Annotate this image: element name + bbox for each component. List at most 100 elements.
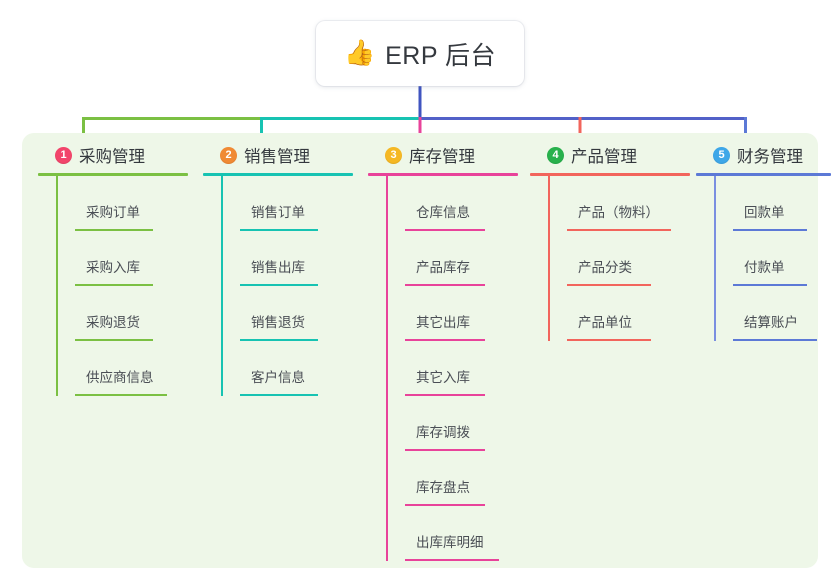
leaf-label: 产品单位 [578,315,632,330]
branch-spine-1 [56,176,58,396]
leaf-underline [567,229,671,231]
branch-column-5: 5 财务管理回款单付款单结算账户 [696,142,831,341]
leaf-item[interactable]: 产品分类 [548,231,690,286]
leaf-item[interactable]: 库存调拨 [386,396,518,451]
leaf-label: 采购入库 [86,260,140,275]
branch-column-4: 4 产品管理产品（物料） 产品分类产品单位 [530,142,690,341]
leaf-label: 销售出库 [251,260,305,275]
leaf-item[interactable]: 供应商信息 [56,341,188,396]
branch-spine-5 [714,176,716,341]
branch-header-1[interactable]: 1 采购管理 [38,142,188,168]
branch-items-5: 回款单付款单结算账户 [696,176,831,341]
branch-spine-3 [386,176,388,561]
branch-title-4: 产品管理 [571,148,637,166]
branch-header-3[interactable]: 3 库存管理 [368,142,518,168]
leaf-item[interactable]: 其它入库 [386,341,518,396]
leaf-item[interactable]: 采购退货 [56,286,188,341]
leaf-item[interactable]: 回款单 [714,176,831,231]
leaf-underline [75,339,153,341]
leaf-underline [567,339,651,341]
leaf-item[interactable]: 采购订单 [56,176,188,231]
leaf-item[interactable]: 产品库存 [386,231,518,286]
branch-underline-5 [696,173,831,176]
thumbs-up-icon: 👍 [343,39,376,67]
leaf-label: 产品（物料） [578,205,659,220]
root-title: ERP 后台 [385,41,497,70]
leaf-underline [240,229,318,231]
branch-title-2: 销售管理 [244,148,310,166]
leaf-underline [733,229,807,231]
leaf-label: 仓库信息 [416,205,470,220]
branch-badge-3: 3 [385,146,402,164]
branch-title-3: 库存管理 [409,148,475,166]
leaf-item[interactable]: 采购入库 [56,231,188,286]
leaf-item[interactable]: 库存盘点 [386,451,518,506]
leaf-label: 其它入库 [416,370,470,385]
branch-items-4: 产品（物料） 产品分类产品单位 [530,176,690,341]
branch-items-1: 采购订单采购入库采购退货供应商信息 [38,176,188,396]
leaf-label: 销售订单 [251,205,305,220]
leaf-underline [733,339,817,341]
leaf-label: 结算账户 [744,315,798,330]
branch-header-5[interactable]: 5 财务管理 [696,142,831,168]
branch-title-5: 财务管理 [737,148,803,166]
leaf-underline [240,394,318,396]
leaf-underline [75,229,153,231]
leaf-item[interactable]: 销售退货 [221,286,353,341]
leaf-underline [405,339,485,341]
branch-column-1: 1 采购管理采购订单采购入库采购退货供应商信息 [38,142,188,396]
leaf-item[interactable]: 付款单 [714,231,831,286]
leaf-label: 库存盘点 [416,480,470,495]
branch-spine-2 [221,176,223,396]
leaf-label: 回款单 [744,205,785,220]
leaf-label: 库存调拨 [416,425,470,440]
leaf-label: 采购退货 [86,315,140,330]
branch-header-2[interactable]: 2 销售管理 [203,142,353,168]
leaf-underline [75,284,153,286]
branch-badge-2: 2 [220,146,237,164]
branch-column-2: 2 销售管理销售订单销售出库销售退货客户信息 [203,142,353,396]
leaf-underline [733,284,807,286]
leaf-underline [405,559,499,561]
leaf-item[interactable]: 产品（物料） [548,176,690,231]
leaf-label: 其它出库 [416,315,470,330]
leaf-underline [405,449,485,451]
leaf-underline [405,229,485,231]
leaf-label: 采购订单 [86,205,140,220]
branch-items-2: 销售订单销售出库销售退货客户信息 [203,176,353,396]
leaf-item[interactable]: 结算账户 [714,286,831,341]
leaf-underline [405,504,485,506]
branch-header-4[interactable]: 4 产品管理 [530,142,690,168]
branch-spine-4 [548,176,550,341]
leaf-underline [567,284,651,286]
leaf-underline [75,394,167,396]
branch-badge-1: 1 [55,146,72,164]
branches-panel [22,133,818,568]
leaf-label: 出库库明细 [416,535,484,550]
branch-badge-4: 4 [547,146,564,164]
leaf-label: 销售退货 [251,315,305,330]
leaf-underline [240,284,318,286]
leaf-label: 客户信息 [251,370,305,385]
leaf-underline [240,339,318,341]
root-node[interactable]: 👍 ERP 后台 [316,21,524,86]
branch-underline-4 [530,173,690,176]
leaf-label: 产品分类 [578,260,632,275]
leaf-item[interactable]: 销售订单 [221,176,353,231]
leaf-item[interactable]: 仓库信息 [386,176,518,231]
leaf-underline [405,284,485,286]
branch-column-3: 3 库存管理仓库信息产品库存其它出库其它入库库存调拨库存盘点出库库明细 [368,142,518,561]
branch-underline-1 [38,173,188,176]
leaf-underline [405,394,485,396]
branch-items-3: 仓库信息产品库存其它出库其它入库库存调拨库存盘点出库库明细 [368,176,518,561]
branch-badge-5: 5 [713,146,730,164]
branch-title-1: 采购管理 [79,148,145,166]
leaf-item[interactable]: 出库库明细 [386,506,518,561]
leaf-item[interactable]: 产品单位 [548,286,690,341]
leaf-label: 产品库存 [416,260,470,275]
leaf-item[interactable]: 客户信息 [221,341,353,396]
leaf-item[interactable]: 销售出库 [221,231,353,286]
leaf-label: 付款单 [744,260,785,275]
leaf-item[interactable]: 其它出库 [386,286,518,341]
branch-underline-2 [203,173,353,176]
